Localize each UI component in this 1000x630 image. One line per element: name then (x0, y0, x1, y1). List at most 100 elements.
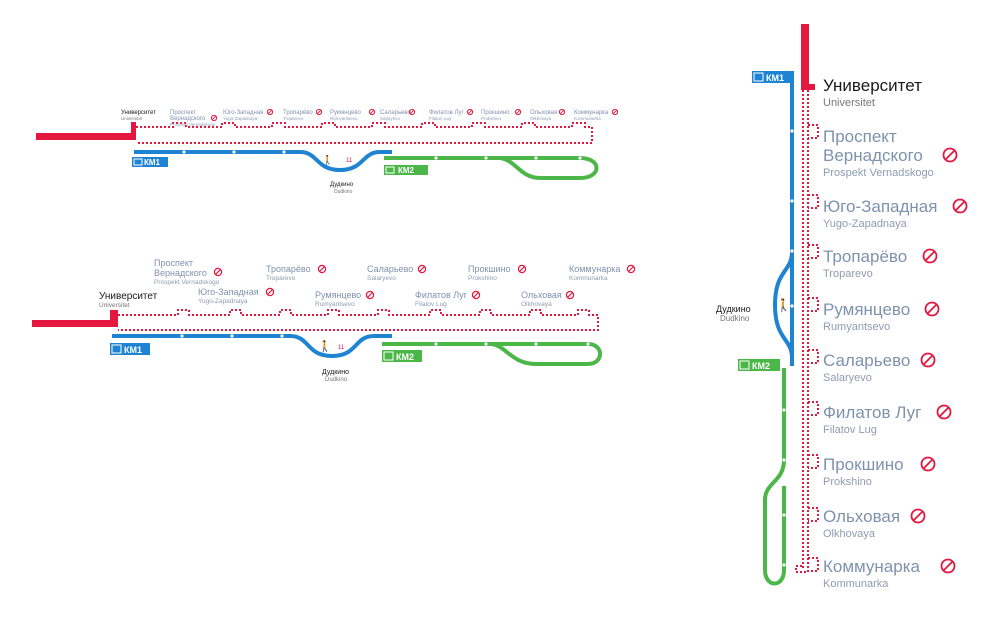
no-entry-icon (558, 108, 566, 116)
km1-line (112, 334, 392, 359)
station-9-ru: Коммунарка (823, 557, 921, 576)
km2-line (763, 368, 786, 586)
station-9-lat: Kommunarka (569, 275, 608, 282)
no-entry-icon (266, 108, 274, 116)
station-6-lat: Filatov Lug (429, 116, 452, 121)
station-1-ru-line2: Вернадского (823, 146, 923, 165)
no-entry-icon (315, 108, 323, 116)
horizontal-diagram-medium: КМ1 КМ2 🚶 11 Дудкино Dudkino Университет… (32, 258, 636, 383)
dudkino-marker: 🚶 11 Дудкино Dudkino (318, 340, 349, 383)
km2-stop-dots (434, 342, 590, 346)
station-2-ru: Юго-Западная (823, 197, 937, 216)
horizontal-diagram-small: КМ1 КМ2 🚶 11 Дудкино Dudkino Университет… (36, 108, 619, 195)
no-entry-icon (940, 558, 956, 574)
station-8-ru: Ольховая (521, 290, 562, 300)
station-9-lat: Kommunarka (574, 116, 601, 121)
train-icon (739, 360, 750, 370)
red-line-terminal-segment (801, 24, 809, 84)
km1-stop-dots (180, 334, 336, 338)
no-entry-icon (952, 198, 968, 214)
station-2-ru: Юго-Западная (198, 287, 259, 297)
dudkino-label-lat: Dudkino (325, 377, 348, 383)
red-line-dotted-track (136, 122, 593, 144)
station-3-ru: Тропарёво (266, 264, 311, 274)
station-4-ru: Румянцево (315, 290, 361, 300)
station-0-lat: Universitet (823, 97, 875, 109)
closed-icons (213, 264, 636, 300)
station-5-lat: Salaryevo (823, 372, 872, 384)
dudkino-marker: 🚶 11 Дудкино Dudkino (322, 154, 354, 195)
red-line-terminal-segment (36, 133, 136, 140)
dudkino-label-ru: Дудкино (716, 304, 751, 314)
vertical-diagram: КМ1 КМ2 🚶 Дудкино Dudkino Университет Un… (716, 24, 968, 590)
station-5-ru: Саларьево (823, 351, 910, 370)
km1-stop-dots (182, 150, 344, 154)
station-1-ru-line1: Проспект (170, 110, 196, 116)
no-entry-icon (922, 248, 938, 264)
station-4-ru: Румянцево (823, 300, 910, 319)
no-entry-icon (417, 264, 427, 274)
station-1-ru-line2: Вернадского (170, 116, 206, 122)
train-icon (111, 344, 122, 354)
station-5-ru: Саларьево (380, 110, 411, 116)
no-entry-icon (942, 147, 958, 163)
station-1-ru-line1: Проспект (154, 258, 193, 268)
station-7-lat: Prokshino (481, 116, 502, 121)
no-entry-icon (210, 114, 218, 122)
train-icon (385, 166, 395, 174)
station-labels: Университет Universitet Проспект Вернадс… (99, 258, 620, 309)
svg-text:КМ1: КМ1 (124, 345, 142, 355)
station-9-lat: Kommunarka (823, 578, 889, 590)
closed-icons (210, 108, 619, 122)
svg-text:11: 11 (338, 345, 345, 351)
no-entry-icon (466, 108, 474, 116)
km1-line (134, 150, 392, 173)
station-0-lat: Universitet (99, 302, 130, 309)
km1-line (772, 80, 794, 366)
station-1-ru-line2: Вернадского (154, 268, 207, 278)
station-8-lat: Olkhovaya (530, 116, 552, 121)
no-entry-icon (517, 264, 527, 274)
station-6-ru: Филатов Луг (429, 110, 464, 116)
station-3-ru: Тропарёво (823, 247, 907, 266)
station-8-lat: Olkhovaya (823, 528, 876, 540)
dudkino-label-lat: Dudkino (334, 189, 353, 195)
train-icon (133, 158, 143, 166)
station-labels: Университет Universitet Проспект Вернадс… (121, 110, 609, 127)
station-3-lat: Troparevo (283, 116, 304, 121)
station-0-ru: Университет (121, 110, 156, 116)
km2-line (382, 342, 602, 366)
station-labels: Университет Universitet Проспект Вернадс… (823, 76, 937, 590)
station-3-ru: Тропарёво (283, 110, 313, 116)
station-4-ru: Румянцево (330, 110, 361, 116)
no-entry-icon (924, 301, 940, 317)
station-0-lat: Universitet (121, 116, 143, 121)
red-line-terminal-stub (131, 122, 136, 140)
dudkino-marker: 🚶 Дудкино Dudkino (716, 298, 791, 323)
station-9-ru: Коммунарка (569, 264, 620, 274)
station-9-ru: Коммунарка (574, 110, 609, 116)
pedestrian-icon: 🚶 (322, 154, 333, 165)
station-7-ru: Прокшино (468, 264, 511, 274)
station-2-lat: Yugo-Zapadnaya (823, 218, 908, 230)
no-entry-icon (265, 287, 275, 297)
no-entry-icon (565, 290, 575, 300)
no-entry-icon (408, 108, 416, 116)
station-4-lat: Rumyantsevo (823, 321, 890, 333)
red-line-dotted-track (118, 309, 599, 331)
station-7-ru: Прокшино (823, 455, 904, 474)
red-line-terminal-stub (801, 84, 815, 90)
no-entry-icon (514, 108, 522, 116)
dudkino-label-lat: Dudkino (720, 314, 750, 323)
station-3-lat: Troparevo (266, 275, 296, 282)
km2-badge: КМ2 (382, 350, 422, 362)
station-7-lat: Prokshino (468, 275, 497, 282)
station-4-lat: Rumyantsevo (315, 301, 355, 308)
station-7-lat: Prokshino (823, 476, 872, 488)
station-2-lat: Yugo-Zapadnaya (223, 116, 258, 121)
km2-stop-dots (782, 408, 786, 567)
station-0-ru: Университет (823, 76, 922, 95)
dudkino-label-ru: Дудкино (322, 369, 349, 376)
